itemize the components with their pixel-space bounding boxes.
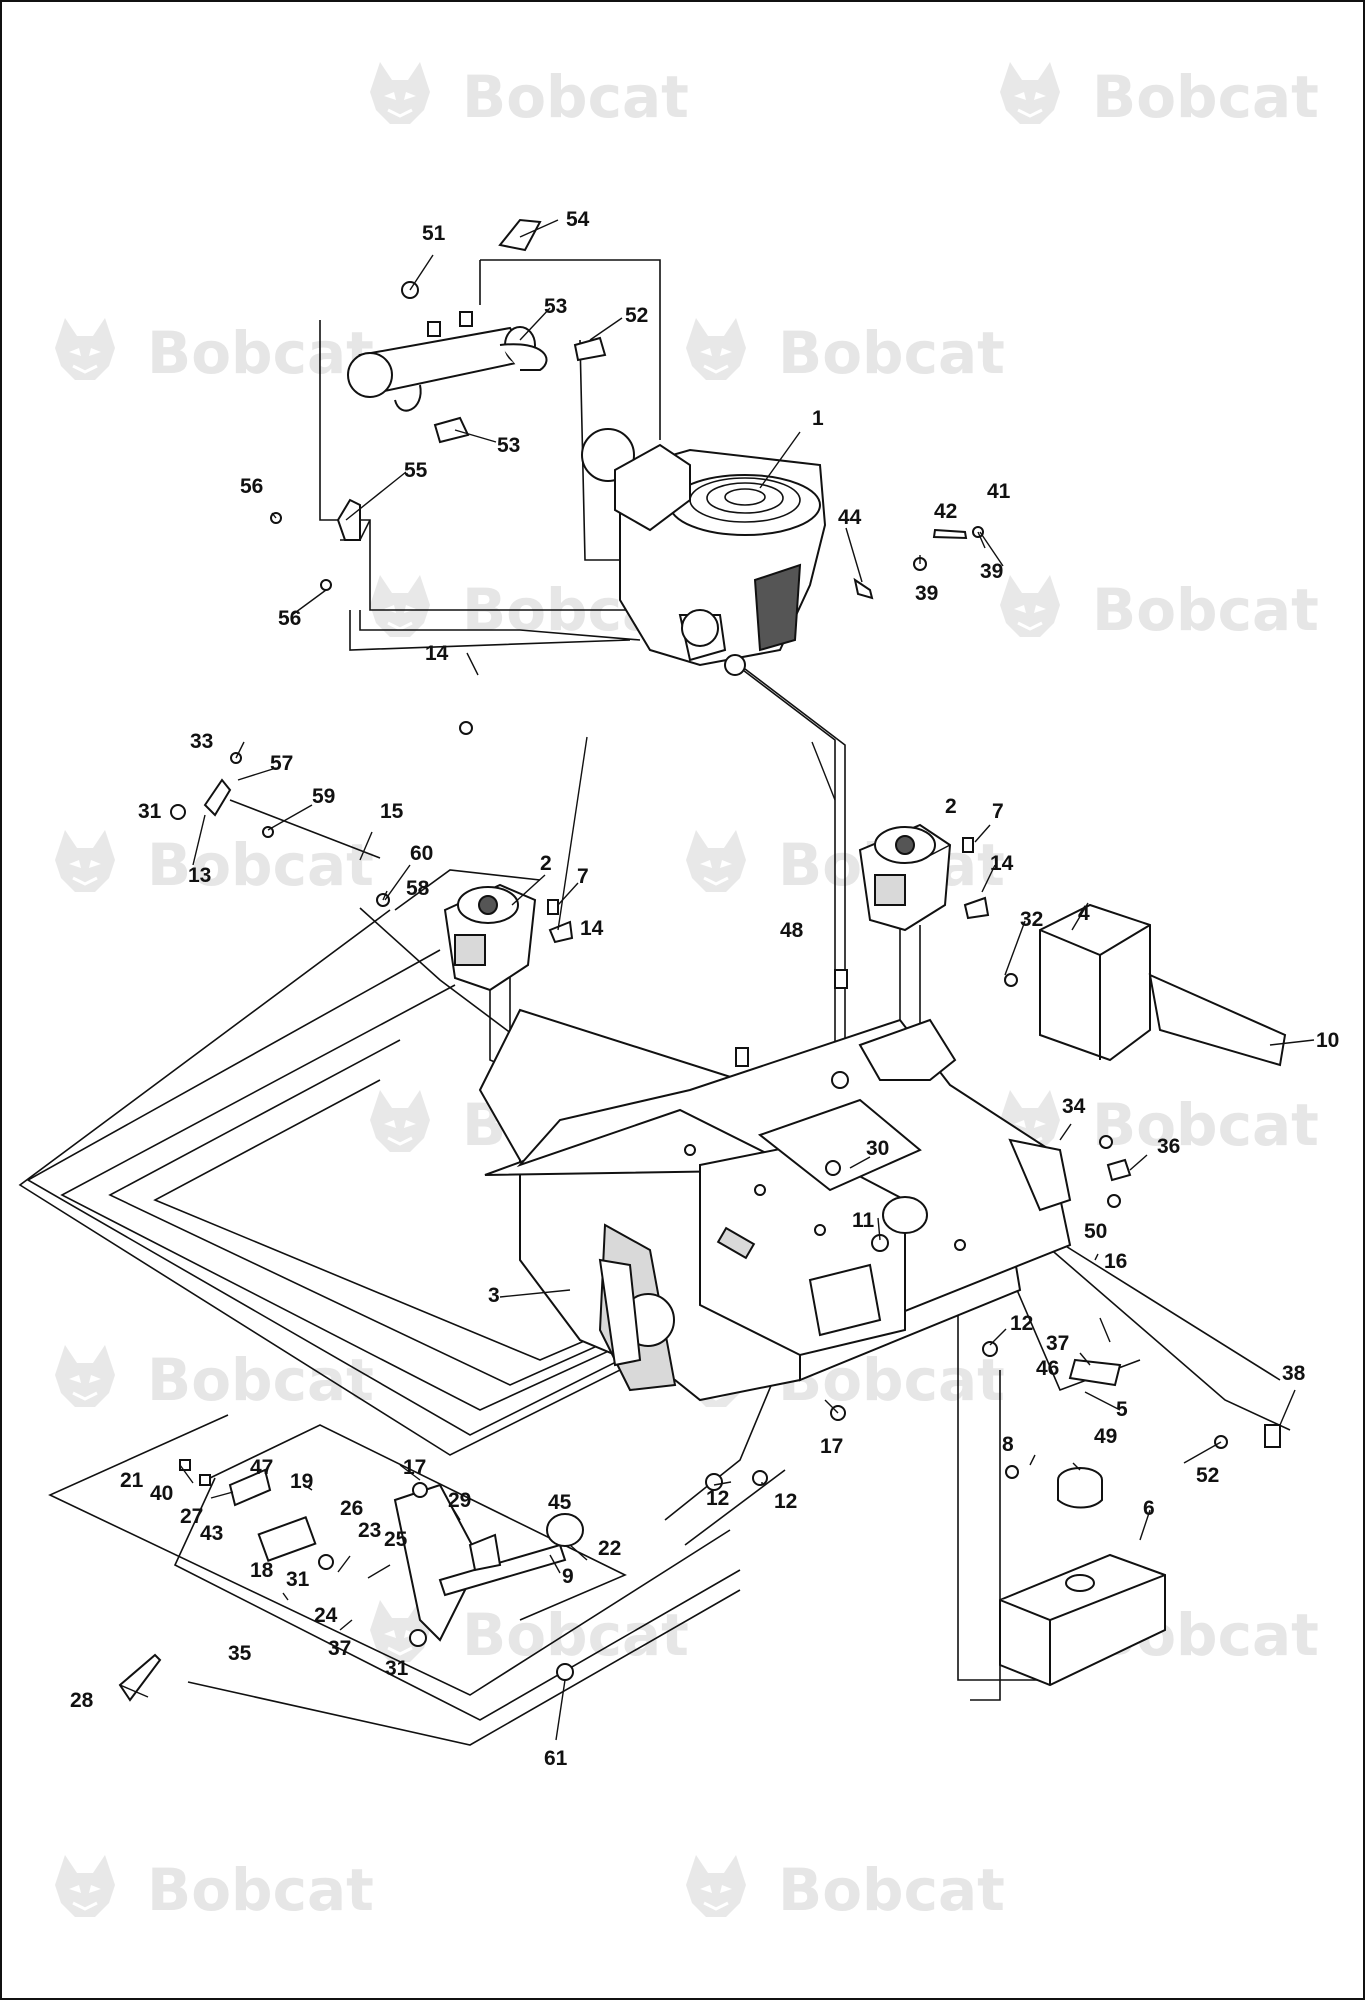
callout-50: 50: [1084, 1220, 1107, 1243]
pump-right: [858, 823, 952, 932]
callout-36: 36: [1157, 1135, 1180, 1158]
callout-10: 10: [1316, 1029, 1339, 1052]
callout-53: 53: [544, 295, 567, 318]
callout-15: 15: [380, 800, 404, 823]
callout-60: 60: [410, 842, 433, 865]
callout-57: 57: [270, 752, 293, 775]
battery-assembly: [1039, 903, 1287, 1067]
callout-5: 5: [1116, 1398, 1128, 1421]
callout-4: 4: [1078, 902, 1090, 925]
callout-3: 3: [488, 1284, 500, 1307]
callout-34: 34: [1062, 1095, 1086, 1118]
watermark-text: Bobcat: [1092, 63, 1319, 131]
callout-52: 52: [1196, 1464, 1219, 1487]
callout-42: 42: [934, 500, 957, 523]
callout-40: 40: [150, 1482, 173, 1505]
callout-32: 32: [1020, 908, 1043, 931]
callout-31: 31: [286, 1568, 310, 1591]
fuel-tank: [999, 1467, 1166, 1687]
watermark-text: Bobcat: [147, 319, 374, 387]
callout-12: 12: [1010, 1312, 1033, 1335]
chassis-frame: [478, 1008, 1072, 1402]
callout-45: 45: [548, 1491, 572, 1514]
callout-43: 43: [200, 1522, 223, 1545]
callout-13: 13: [188, 864, 211, 887]
callout-19: 19: [290, 1470, 313, 1493]
watermark-text: Bobcat: [462, 1601, 689, 1669]
callout-labels: 1 2 2 3 4 5 6 7 7 8 9 10 11 12 12 12 13 …: [70, 208, 1339, 1770]
callout-44: 44: [838, 506, 862, 529]
callout-1: 1: [812, 407, 824, 430]
callout-17: 17: [820, 1435, 843, 1458]
callout-14: 14: [425, 642, 449, 665]
watermark-text: Bobcat: [1092, 576, 1319, 644]
engine-assembly: [581, 428, 827, 676]
callout-30: 30: [866, 1137, 889, 1160]
callout-14: 14: [580, 917, 604, 940]
callout-48: 48: [780, 919, 804, 942]
callout-33: 33: [190, 730, 213, 753]
watermark-text: Bobcat: [778, 319, 1005, 387]
watermark-text: Bobcat: [1092, 1091, 1319, 1159]
callout-21: 21: [120, 1469, 144, 1492]
callout-31: 31: [385, 1657, 409, 1680]
callout-56: 56: [278, 607, 301, 630]
callout-54: 54: [566, 208, 590, 231]
callout-27: 27: [180, 1505, 203, 1528]
watermark-text: Bobcat: [462, 63, 689, 131]
fasteners: [170, 512, 1281, 1491]
callout-12: 12: [706, 1487, 729, 1510]
callout-2: 2: [540, 852, 552, 875]
callout-24: 24: [314, 1604, 338, 1627]
control-linkage: [118, 1459, 584, 1702]
callout-9: 9: [562, 1565, 574, 1588]
callout-23: 23: [358, 1519, 381, 1542]
callout-26: 26: [340, 1497, 363, 1520]
callout-11: 11: [852, 1209, 875, 1232]
callout-38: 38: [1282, 1362, 1306, 1385]
pump-left: [443, 883, 537, 992]
callout-12: 12: [774, 1490, 797, 1513]
callout-7: 7: [992, 800, 1004, 823]
callout-61: 61: [544, 1747, 568, 1770]
callout-37: 37: [328, 1637, 351, 1660]
callout-55: 55: [404, 459, 428, 482]
callout-46: 46: [1036, 1357, 1059, 1380]
muffler-assembly: [336, 218, 607, 541]
callout-8: 8: [1002, 1433, 1014, 1456]
callout-31: 31: [138, 800, 162, 823]
callout-56: 56: [240, 475, 263, 498]
callout-47: 47: [250, 1456, 273, 1479]
watermark-text: Bobcat: [147, 1346, 374, 1414]
callout-52: 52: [625, 304, 648, 327]
callout-16: 16: [1104, 1250, 1127, 1273]
callout-29: 29: [448, 1489, 471, 1512]
callout-7: 7: [577, 865, 589, 888]
callout-58: 58: [406, 877, 430, 900]
callout-17: 17: [403, 1456, 426, 1479]
callout-18: 18: [250, 1559, 274, 1582]
callout-25: 25: [384, 1528, 408, 1551]
callout-39: 39: [980, 560, 1003, 583]
callout-41: 41: [987, 480, 1011, 503]
watermark-text: Bobcat: [147, 1856, 374, 1924]
callout-37: 37: [1046, 1332, 1069, 1355]
callout-22: 22: [598, 1537, 621, 1560]
callout-14: 14: [990, 852, 1014, 875]
watermark-text: Bobcat: [147, 831, 374, 899]
callout-59: 59: [312, 785, 335, 808]
callout-49: 49: [1094, 1425, 1117, 1448]
callout-2: 2: [945, 795, 957, 818]
callout-51: 51: [422, 222, 446, 245]
callout-35: 35: [228, 1642, 252, 1665]
callout-6: 6: [1143, 1497, 1155, 1520]
callout-28: 28: [70, 1689, 94, 1712]
leader-lines: [119, 219, 1315, 1741]
watermark-text: Bobcat: [778, 1856, 1005, 1924]
callout-53: 53: [497, 434, 520, 457]
callout-39: 39: [915, 582, 938, 605]
